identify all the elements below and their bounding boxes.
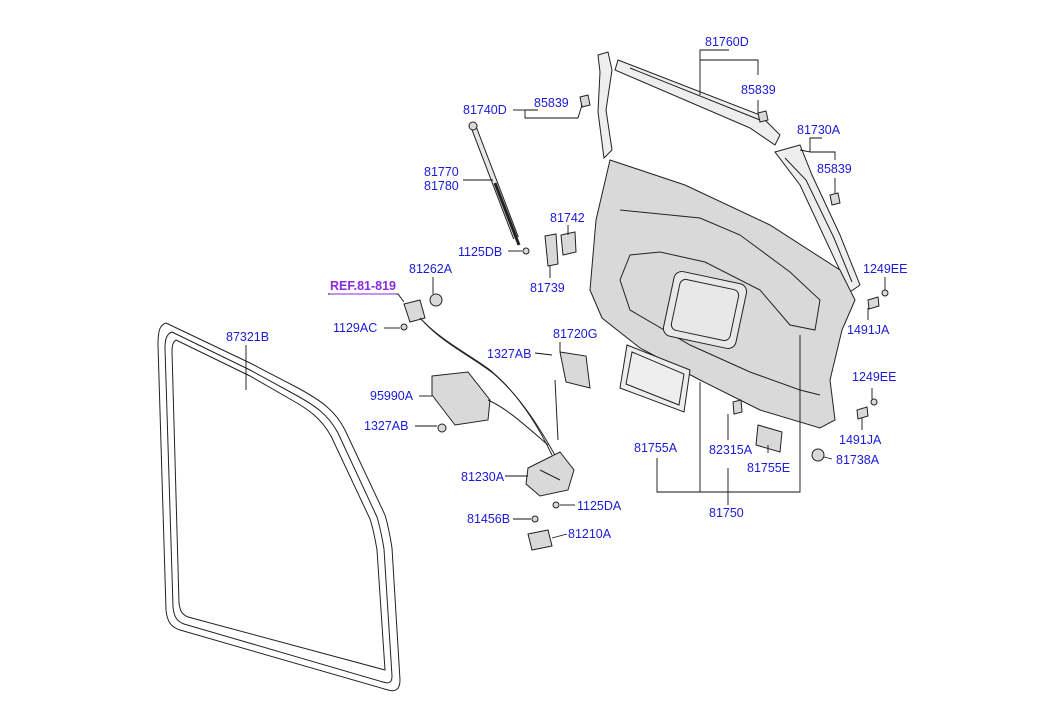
weatherstrip-87321b — [157, 322, 401, 692]
actuator-81262a — [400, 293, 443, 331]
trim-cover-81755e — [755, 424, 783, 453]
label-81262a[interactable]: 81262A — [409, 262, 453, 276]
handle-81720g — [554, 351, 591, 441]
trim-cover-81755a — [619, 344, 691, 413]
label-81755a[interactable]: 81755A — [634, 441, 678, 455]
label-81770[interactable]: 81770 — [424, 165, 459, 179]
latch-81230a — [525, 451, 575, 497]
hinge-81739 — [544, 233, 559, 267]
striker-81210a — [527, 515, 553, 551]
label-1327ab-top[interactable]: 1327AB — [487, 347, 531, 361]
release-cable — [419, 317, 553, 456]
label-81730a[interactable]: 81730A — [797, 123, 841, 137]
label-1327ab-bot[interactable]: 1327AB — [364, 419, 408, 433]
label-85839-left[interactable]: 85839 — [534, 96, 569, 110]
label-1125db[interactable]: 1125DB — [458, 245, 502, 259]
bracket-81742 — [560, 231, 577, 256]
label-81742[interactable]: 81742 — [550, 211, 585, 225]
gas-spring-81770 — [468, 121, 521, 246]
label-81740d[interactable]: 81740D — [463, 103, 507, 117]
clip-fasteners — [579, 94, 889, 462]
label-81230a[interactable]: 81230A — [461, 470, 505, 484]
label-81739[interactable]: 81739 — [530, 281, 565, 295]
bolt-1125da — [552, 501, 560, 509]
label-1491ja-top[interactable]: 1491JA — [847, 323, 890, 337]
label-81760d[interactable]: 81760D — [705, 35, 749, 49]
nut-1327ab — [437, 423, 447, 433]
label-81750[interactable]: 81750 — [709, 506, 744, 520]
label-81780[interactable]: 81780 — [424, 179, 459, 193]
label-81456b[interactable]: 81456B — [467, 512, 510, 526]
module-95990a — [431, 371, 549, 446]
label-1125da[interactable]: 1125DA — [577, 499, 622, 513]
label-95990a[interactable]: 95990A — [370, 389, 414, 403]
side-trim-81740d — [597, 51, 613, 160]
label-87321b[interactable]: 87321B — [226, 330, 269, 344]
upper-trim-81760d — [614, 59, 781, 146]
side-trim-81730a — [774, 144, 861, 293]
label-1249ee-bot[interactable]: 1249EE — [852, 370, 896, 384]
label-81720g[interactable]: 81720G — [553, 327, 597, 341]
label-81755e[interactable]: 81755E — [747, 461, 790, 475]
label-81738a[interactable]: 81738A — [836, 453, 880, 467]
leader-lines — [245, 49, 886, 539]
label-85839-right[interactable]: 85839 — [817, 162, 852, 176]
label-1249ee-top[interactable]: 1249EE — [863, 262, 907, 276]
label-ref-81-819[interactable]: REF.81-819 — [330, 279, 396, 293]
label-1491ja-bot[interactable]: 1491JA — [839, 433, 882, 447]
bolt-1125db — [522, 247, 530, 255]
label-1129ac[interactable]: 1129AC — [333, 321, 377, 335]
label-81210a[interactable]: 81210A — [568, 527, 612, 541]
release-cable-2 — [423, 321, 557, 458]
tailgate-trim-panel-81750 — [589, 159, 856, 429]
label-85839-top[interactable]: 85839 — [741, 83, 776, 97]
part-labels: 81760D 85839 81740D 85839 81730A 85839 8… — [226, 35, 907, 541]
label-82315a[interactable]: 82315A — [709, 443, 753, 457]
